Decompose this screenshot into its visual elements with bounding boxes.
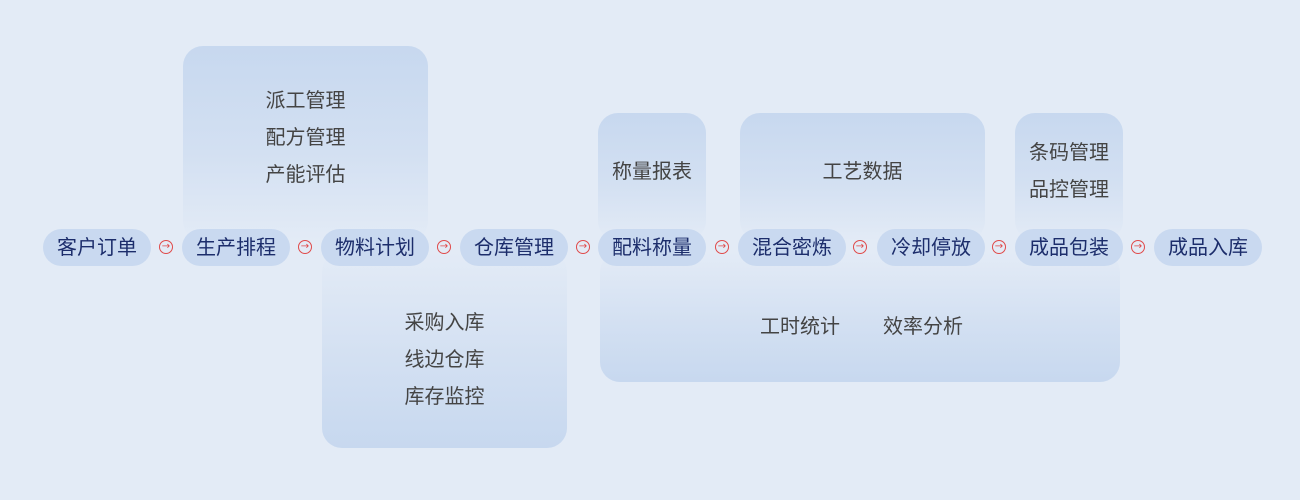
arrow-right-icon: → [159, 240, 173, 254]
scheduling-group: 派工管理 配方管理 产能评估 [183, 46, 428, 241]
weighing-group: 称量报表 [598, 113, 706, 241]
group-item: 库存监控 [404, 384, 485, 408]
group-item: 采购入库 [404, 310, 485, 334]
step-cooling[interactable]: 冷却停放 [877, 229, 985, 266]
process-group: 工艺数据 [740, 113, 985, 241]
arrow-right-icon: → [715, 240, 729, 254]
step-packaging[interactable]: 成品包装 [1015, 229, 1123, 266]
arrow-right-icon: → [1131, 240, 1145, 254]
arrow-right-icon: → [853, 240, 867, 254]
arrow-right-icon: → [576, 240, 590, 254]
arrow-right-icon: → [992, 240, 1006, 254]
group-item: 派工管理 [265, 88, 346, 112]
group-item: 效率分析 [883, 314, 963, 338]
step-scheduling[interactable]: 生产排程 [182, 229, 290, 266]
arrow-right-icon: → [298, 240, 312, 254]
step-material-plan[interactable]: 物料计划 [321, 229, 429, 266]
group-item: 产能评估 [265, 162, 346, 186]
group-item: 称量报表 [612, 159, 692, 183]
material-group: 采购入库 线边仓库 库存监控 [322, 252, 567, 448]
group-item: 工时统计 [760, 314, 840, 338]
packaging-group: 条码管理 品控管理 [1015, 113, 1123, 241]
group-item: 配方管理 [265, 125, 346, 149]
step-customer-order[interactable]: 客户订单 [43, 229, 151, 266]
arrow-right-icon: → [437, 240, 451, 254]
step-warehouse[interactable]: 仓库管理 [460, 229, 568, 266]
step-weighing[interactable]: 配料称量 [598, 229, 706, 266]
step-mixing[interactable]: 混合密炼 [738, 229, 846, 266]
stats-group: 工时统计 效率分析 [600, 252, 1120, 382]
group-item: 工艺数据 [822, 159, 903, 183]
group-item: 线边仓库 [404, 347, 485, 371]
step-storage[interactable]: 成品入库 [1154, 229, 1262, 266]
group-item: 条码管理 [1029, 140, 1109, 164]
group-item: 品控管理 [1029, 177, 1109, 201]
